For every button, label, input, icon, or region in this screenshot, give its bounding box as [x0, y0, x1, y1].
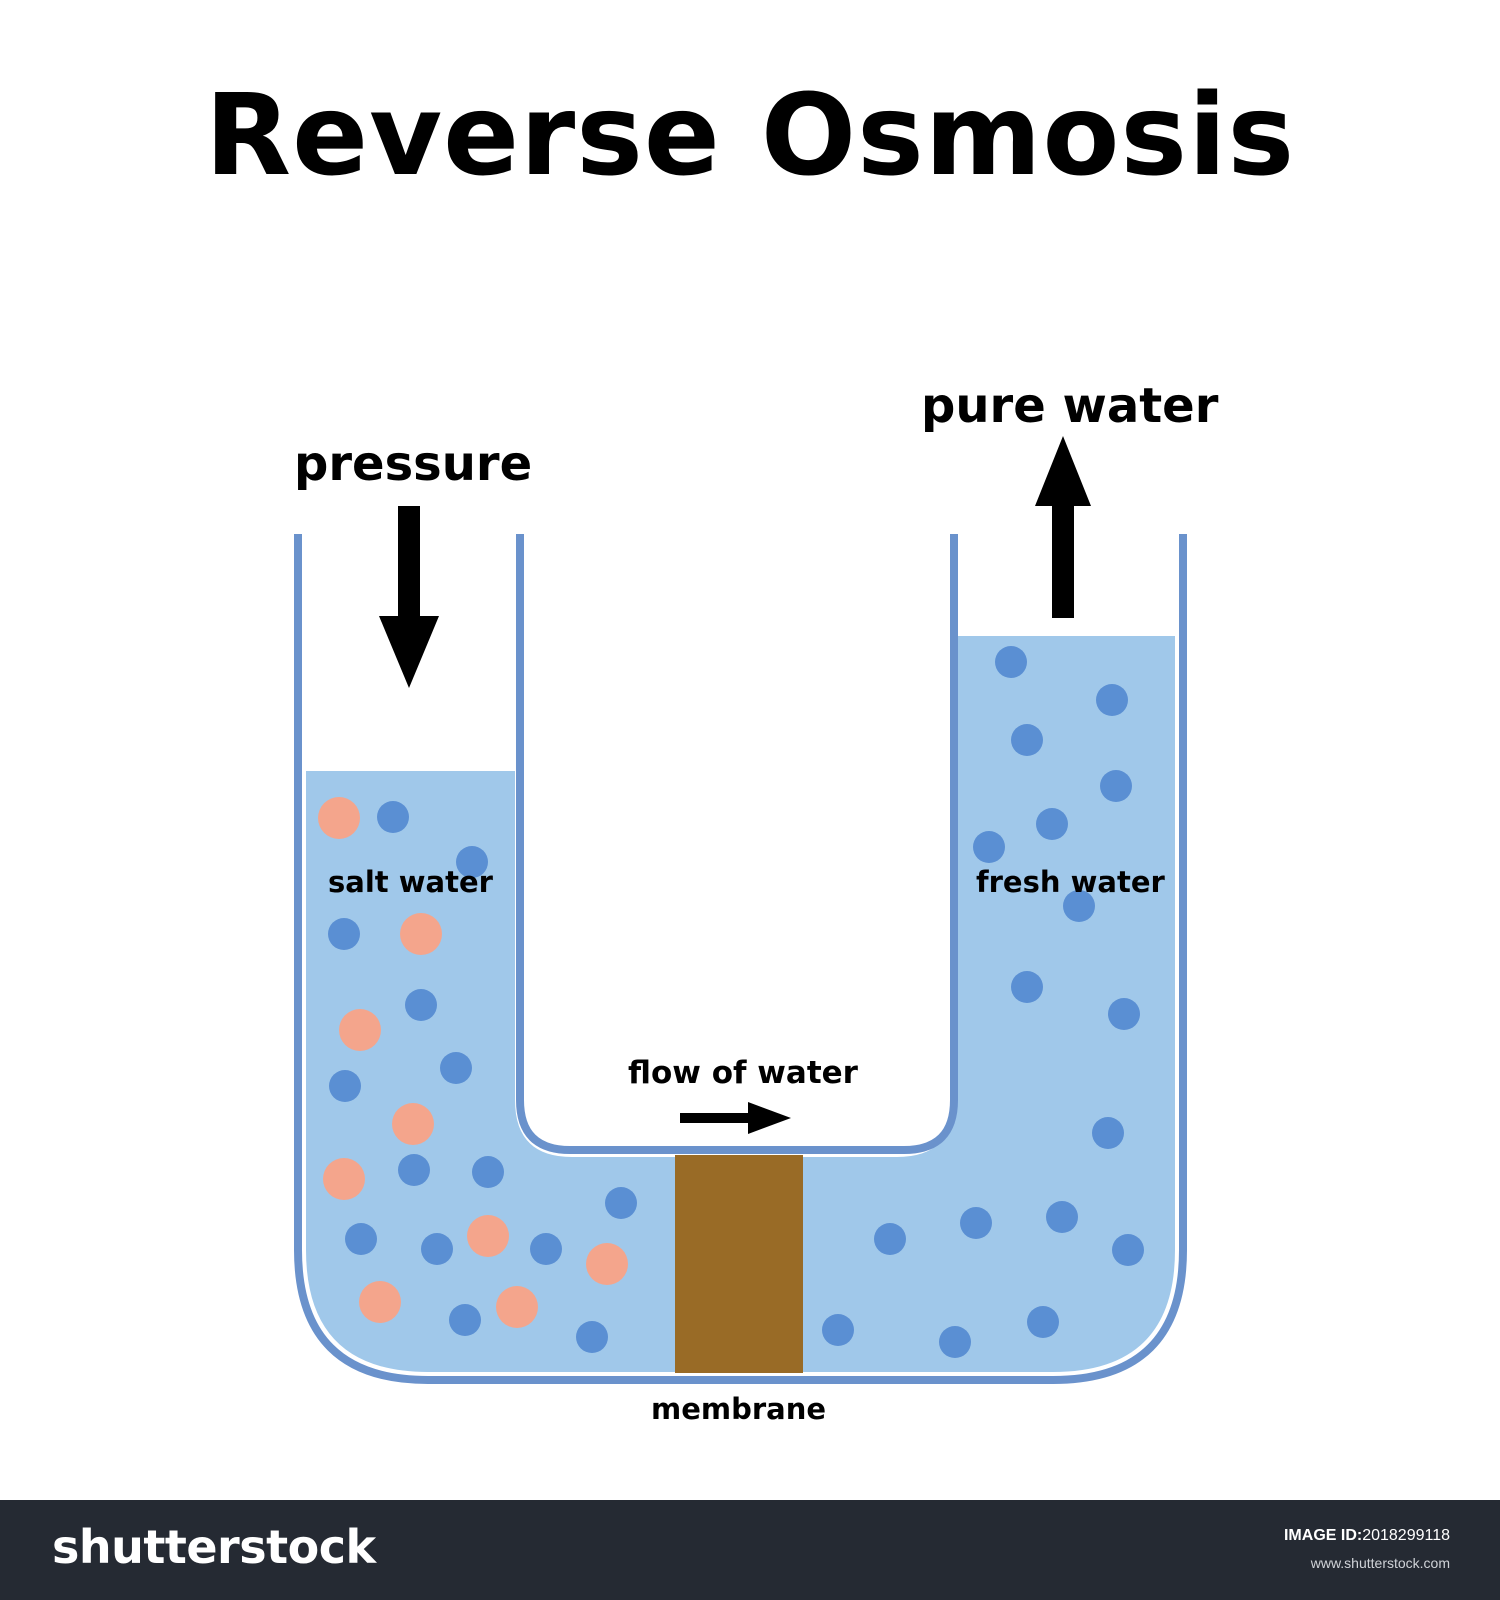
salt-particle: [467, 1215, 509, 1257]
image-id-label: IMAGE ID:: [1283, 1527, 1363, 1544]
salt-particle: [586, 1243, 628, 1285]
water-molecule: [345, 1223, 377, 1255]
water-molecule: [995, 646, 1027, 678]
water-molecule: [874, 1223, 906, 1255]
water-molecule: [605, 1187, 637, 1219]
u-tube-outline: [294, 534, 1187, 1384]
salt-particle: [359, 1281, 401, 1323]
water-molecule: [1063, 890, 1095, 922]
water-molecule: [530, 1233, 562, 1265]
membrane-block: [675, 1155, 803, 1373]
water-molecule: [1108, 998, 1140, 1030]
water-molecule: [377, 801, 409, 833]
pressure-arrow: [379, 506, 439, 688]
water-molecule: [960, 1207, 992, 1239]
salt-particle: [392, 1103, 434, 1145]
pure-water-arrow: [1035, 436, 1091, 618]
salt-particle: [496, 1286, 538, 1328]
image-id: IMAGE ID:2018299118: [1284, 1528, 1450, 1544]
footer-url: www.shutterstock.com: [1310, 1555, 1450, 1571]
membrane-label: membrane: [651, 1392, 827, 1426]
footer-bar: shutterstock IMAGE ID:2018299118 www.shu…: [0, 1500, 1500, 1600]
water-molecule: [1027, 1306, 1059, 1338]
page-title: Reverse Osmosis: [204, 71, 1296, 201]
water-molecule: [328, 918, 360, 950]
water-molecule: [1036, 808, 1068, 840]
flow-of-water-label: flow of water: [628, 1055, 858, 1091]
water-molecule: [1092, 1117, 1124, 1149]
water-molecule: [329, 1070, 361, 1102]
water-molecule: [1096, 684, 1128, 716]
pressure-label: pressure: [294, 436, 533, 492]
water-molecule: [405, 989, 437, 1021]
water-molecule: [1112, 1234, 1144, 1266]
salt-water-label: salt water: [328, 865, 493, 899]
brand-logo: shutterstock: [52, 1520, 376, 1574]
salt-particle: [318, 797, 360, 839]
flow-arrow: [680, 1102, 791, 1134]
image-id-value: 2018299118: [1362, 1527, 1450, 1544]
water-molecule: [398, 1154, 430, 1186]
water-molecule: [1100, 770, 1132, 802]
fresh-water-label: fresh water: [976, 865, 1165, 899]
salt-particle: [400, 913, 442, 955]
water-molecule: [1011, 724, 1043, 756]
water-molecule: [1046, 1201, 1078, 1233]
water-molecule: [576, 1321, 608, 1353]
water-molecule: [822, 1314, 854, 1346]
water-molecule: [440, 1052, 472, 1084]
particles-group: [318, 646, 1144, 1358]
reverse-osmosis-diagram: [294, 436, 1187, 1384]
salt-particle: [339, 1009, 381, 1051]
water-molecule: [421, 1233, 453, 1265]
pure-water-label: pure water: [921, 378, 1219, 434]
water-molecule: [472, 1156, 504, 1188]
water-molecule: [456, 846, 488, 878]
water-molecule: [1011, 971, 1043, 1003]
water-molecule: [939, 1326, 971, 1358]
salt-particle: [323, 1158, 365, 1200]
water-molecule: [449, 1304, 481, 1336]
water-molecule: [973, 831, 1005, 863]
